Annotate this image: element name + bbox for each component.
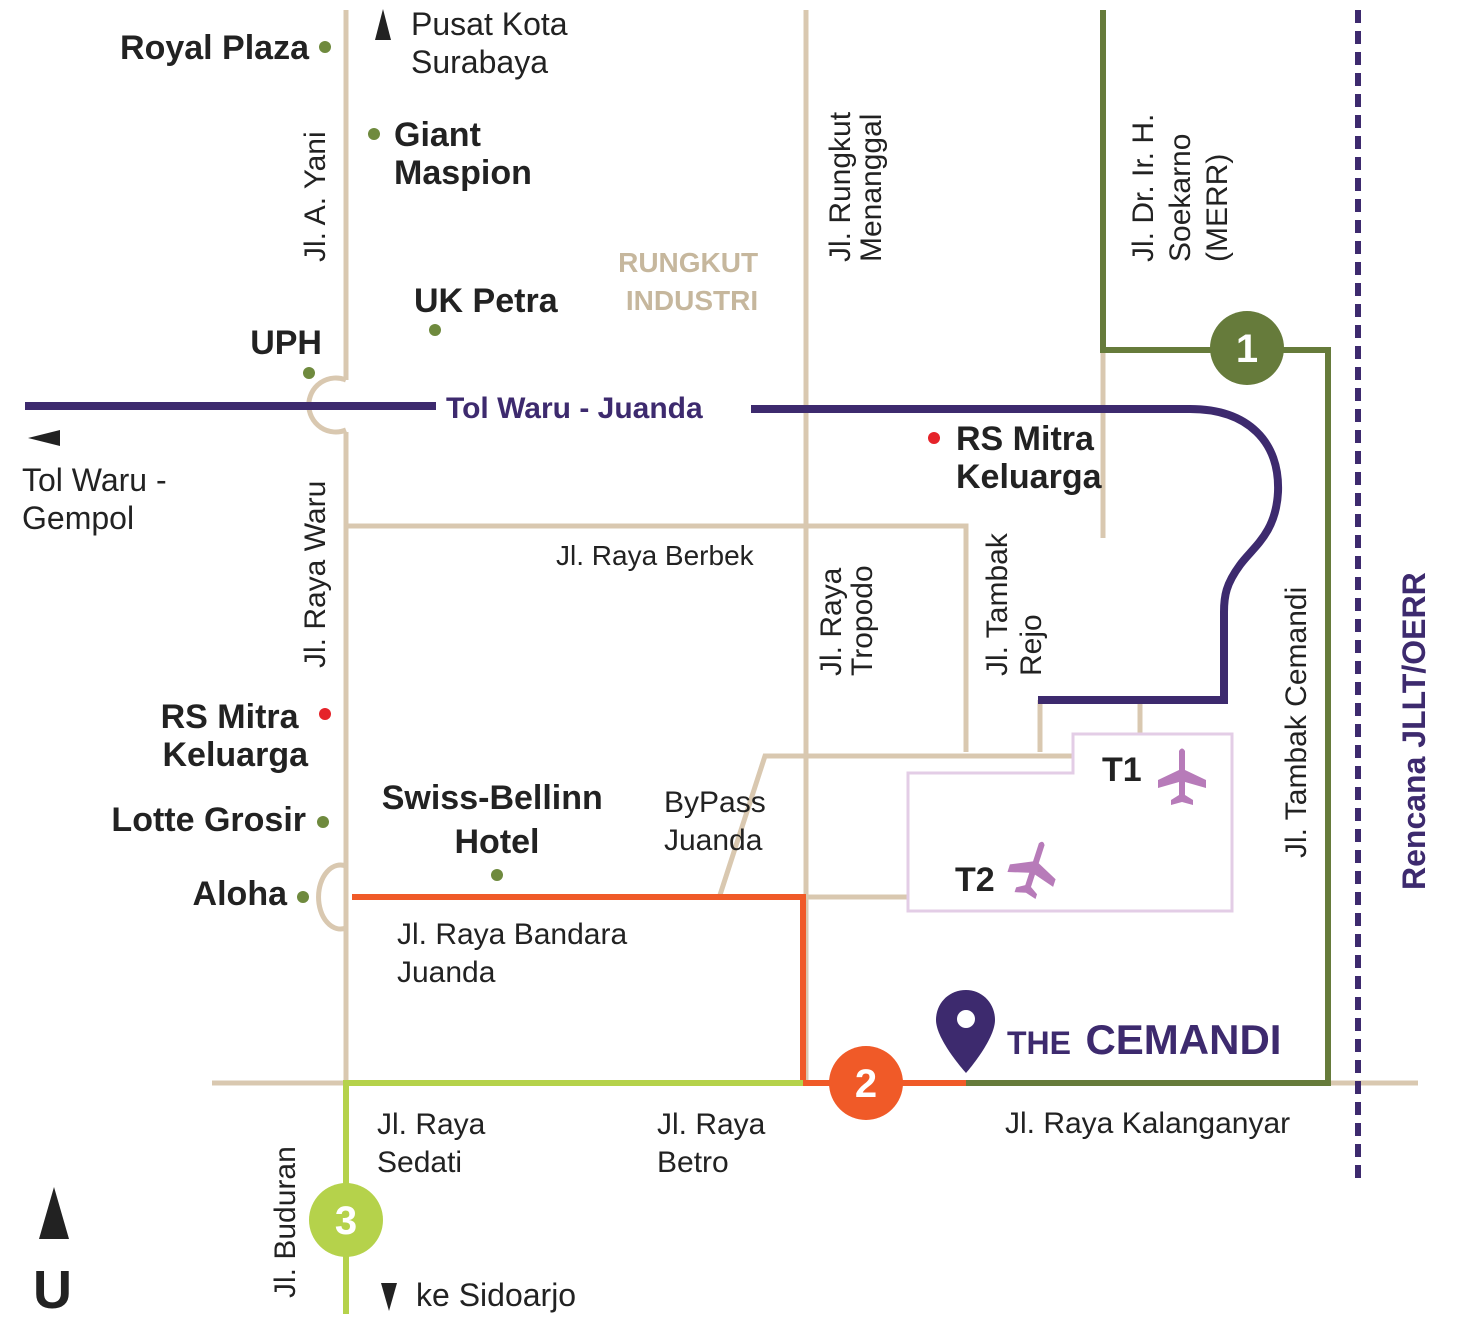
location-pin-icon (936, 990, 995, 1073)
route-1-merr (966, 10, 1331, 1086)
west-toll-label: Tol Waru - Gempol (22, 462, 176, 536)
brand-logo: THE CEMANDI (1007, 1016, 1281, 1063)
hospital-dot-east (928, 432, 940, 444)
route-marker-1: 1 (1210, 311, 1284, 385)
poi-dots (297, 41, 940, 903)
road-label-berbek: Jl. Raya Berbek (556, 540, 755, 571)
road-label-bandara-juanda: Jl. Raya Bandara Juanda (397, 918, 635, 989)
road-label-kalanganyar: Jl. Raya Kalanganyar (1005, 1107, 1290, 1140)
landmark-royal-plaza: Royal Plaza (120, 29, 310, 67)
airport-terminal-area (906, 732, 1234, 913)
south-destination-label: ke Sidoarjo (416, 1277, 576, 1313)
aloha-uturn-loop (316, 862, 347, 932)
poi-dot-uph (303, 367, 315, 379)
route-marker-3: 3 (309, 1183, 383, 1257)
road-label-rungkut-menanggal: Jl. Rungkut Menanggal (824, 104, 888, 262)
poi-dot-uk-petra (429, 324, 441, 336)
terminal-1-label: T1 (1102, 751, 1142, 789)
landmark-rs-mitra-east: RS Mitra Keluarga (956, 420, 1103, 496)
road-label-tropodo: Jl. Raya Tropodo (815, 559, 879, 676)
landmark-uk-petra: UK Petra (414, 282, 559, 320)
toll-road-east (751, 405, 1283, 704)
road-label-tambak-cemandi: Jl. Tambak Cemandi (1280, 587, 1313, 858)
plan-road-label: Rencana JLLT/OERR (1396, 572, 1432, 890)
road-label-merr: Jl. Dr. Ir. H. Soekarno (MERR) (1127, 105, 1234, 262)
poi-dot-lotte (317, 816, 329, 828)
compass-letter: U (33, 1260, 72, 1320)
local-roads (212, 10, 1418, 1086)
north-destination-label: Pusat Kota Surabaya (411, 6, 576, 80)
road-label-a-yani: Jl. A. Yani (299, 131, 332, 262)
landmark-swiss-bellinn: Swiss-Bellinn Hotel (382, 779, 613, 861)
brand-name: CEMANDI (1085, 1016, 1281, 1063)
landmark-uph: UPH (250, 324, 322, 362)
road-label-betro: Jl. Raya Betro (657, 1108, 774, 1179)
road-label-tambak-rejo: Jl. Tambak Rejo (981, 525, 1048, 676)
poi-dot-royal-plaza (319, 41, 331, 53)
svg-text:1: 1 (1236, 327, 1258, 371)
landmark-giant-maspion: Giant Maspion (394, 116, 532, 192)
compass-arrow-icon (39, 1187, 69, 1239)
road-raya-berbek (346, 523, 969, 752)
road-bypass-juanda (717, 753, 1073, 896)
area-label: RUNGKUT INDUSTRI (618, 247, 766, 316)
airport: T1 T2 (906, 732, 1234, 913)
west-arrow-icon (28, 430, 60, 446)
airplane-icon (1007, 841, 1056, 899)
poi-dot-swiss (491, 869, 503, 881)
landmark-lotte-grosir: Lotte Grosir (111, 801, 306, 839)
poi-dot-aloha (297, 891, 309, 903)
airplane-icon (1158, 748, 1206, 805)
svg-text:2: 2 (855, 1062, 877, 1106)
hospital-dot-west (319, 708, 331, 720)
toll-label: Tol Waru - Juanda (446, 392, 703, 425)
route-marker-2: 2 (829, 1046, 903, 1120)
road-label-bypass-juanda: ByPass Juanda (664, 786, 774, 857)
north-arrow-icon (375, 9, 391, 40)
road-label-sedati: Jl. Raya Sedati (377, 1108, 494, 1179)
road-label-raya-waru: Jl. Raya Waru (299, 481, 332, 668)
road-label-buduran: Jl. Buduran (269, 1146, 302, 1298)
brand-prefix: THE (1007, 1025, 1071, 1061)
landmark-rs-mitra-west: RS Mitra Keluarga (161, 698, 309, 774)
landmark-aloha: Aloha (193, 875, 289, 913)
terminal-2-label: T2 (955, 861, 995, 899)
south-arrow-icon (381, 1283, 397, 1311)
svg-text:3: 3 (335, 1199, 357, 1243)
poi-dot-giant (368, 128, 380, 140)
